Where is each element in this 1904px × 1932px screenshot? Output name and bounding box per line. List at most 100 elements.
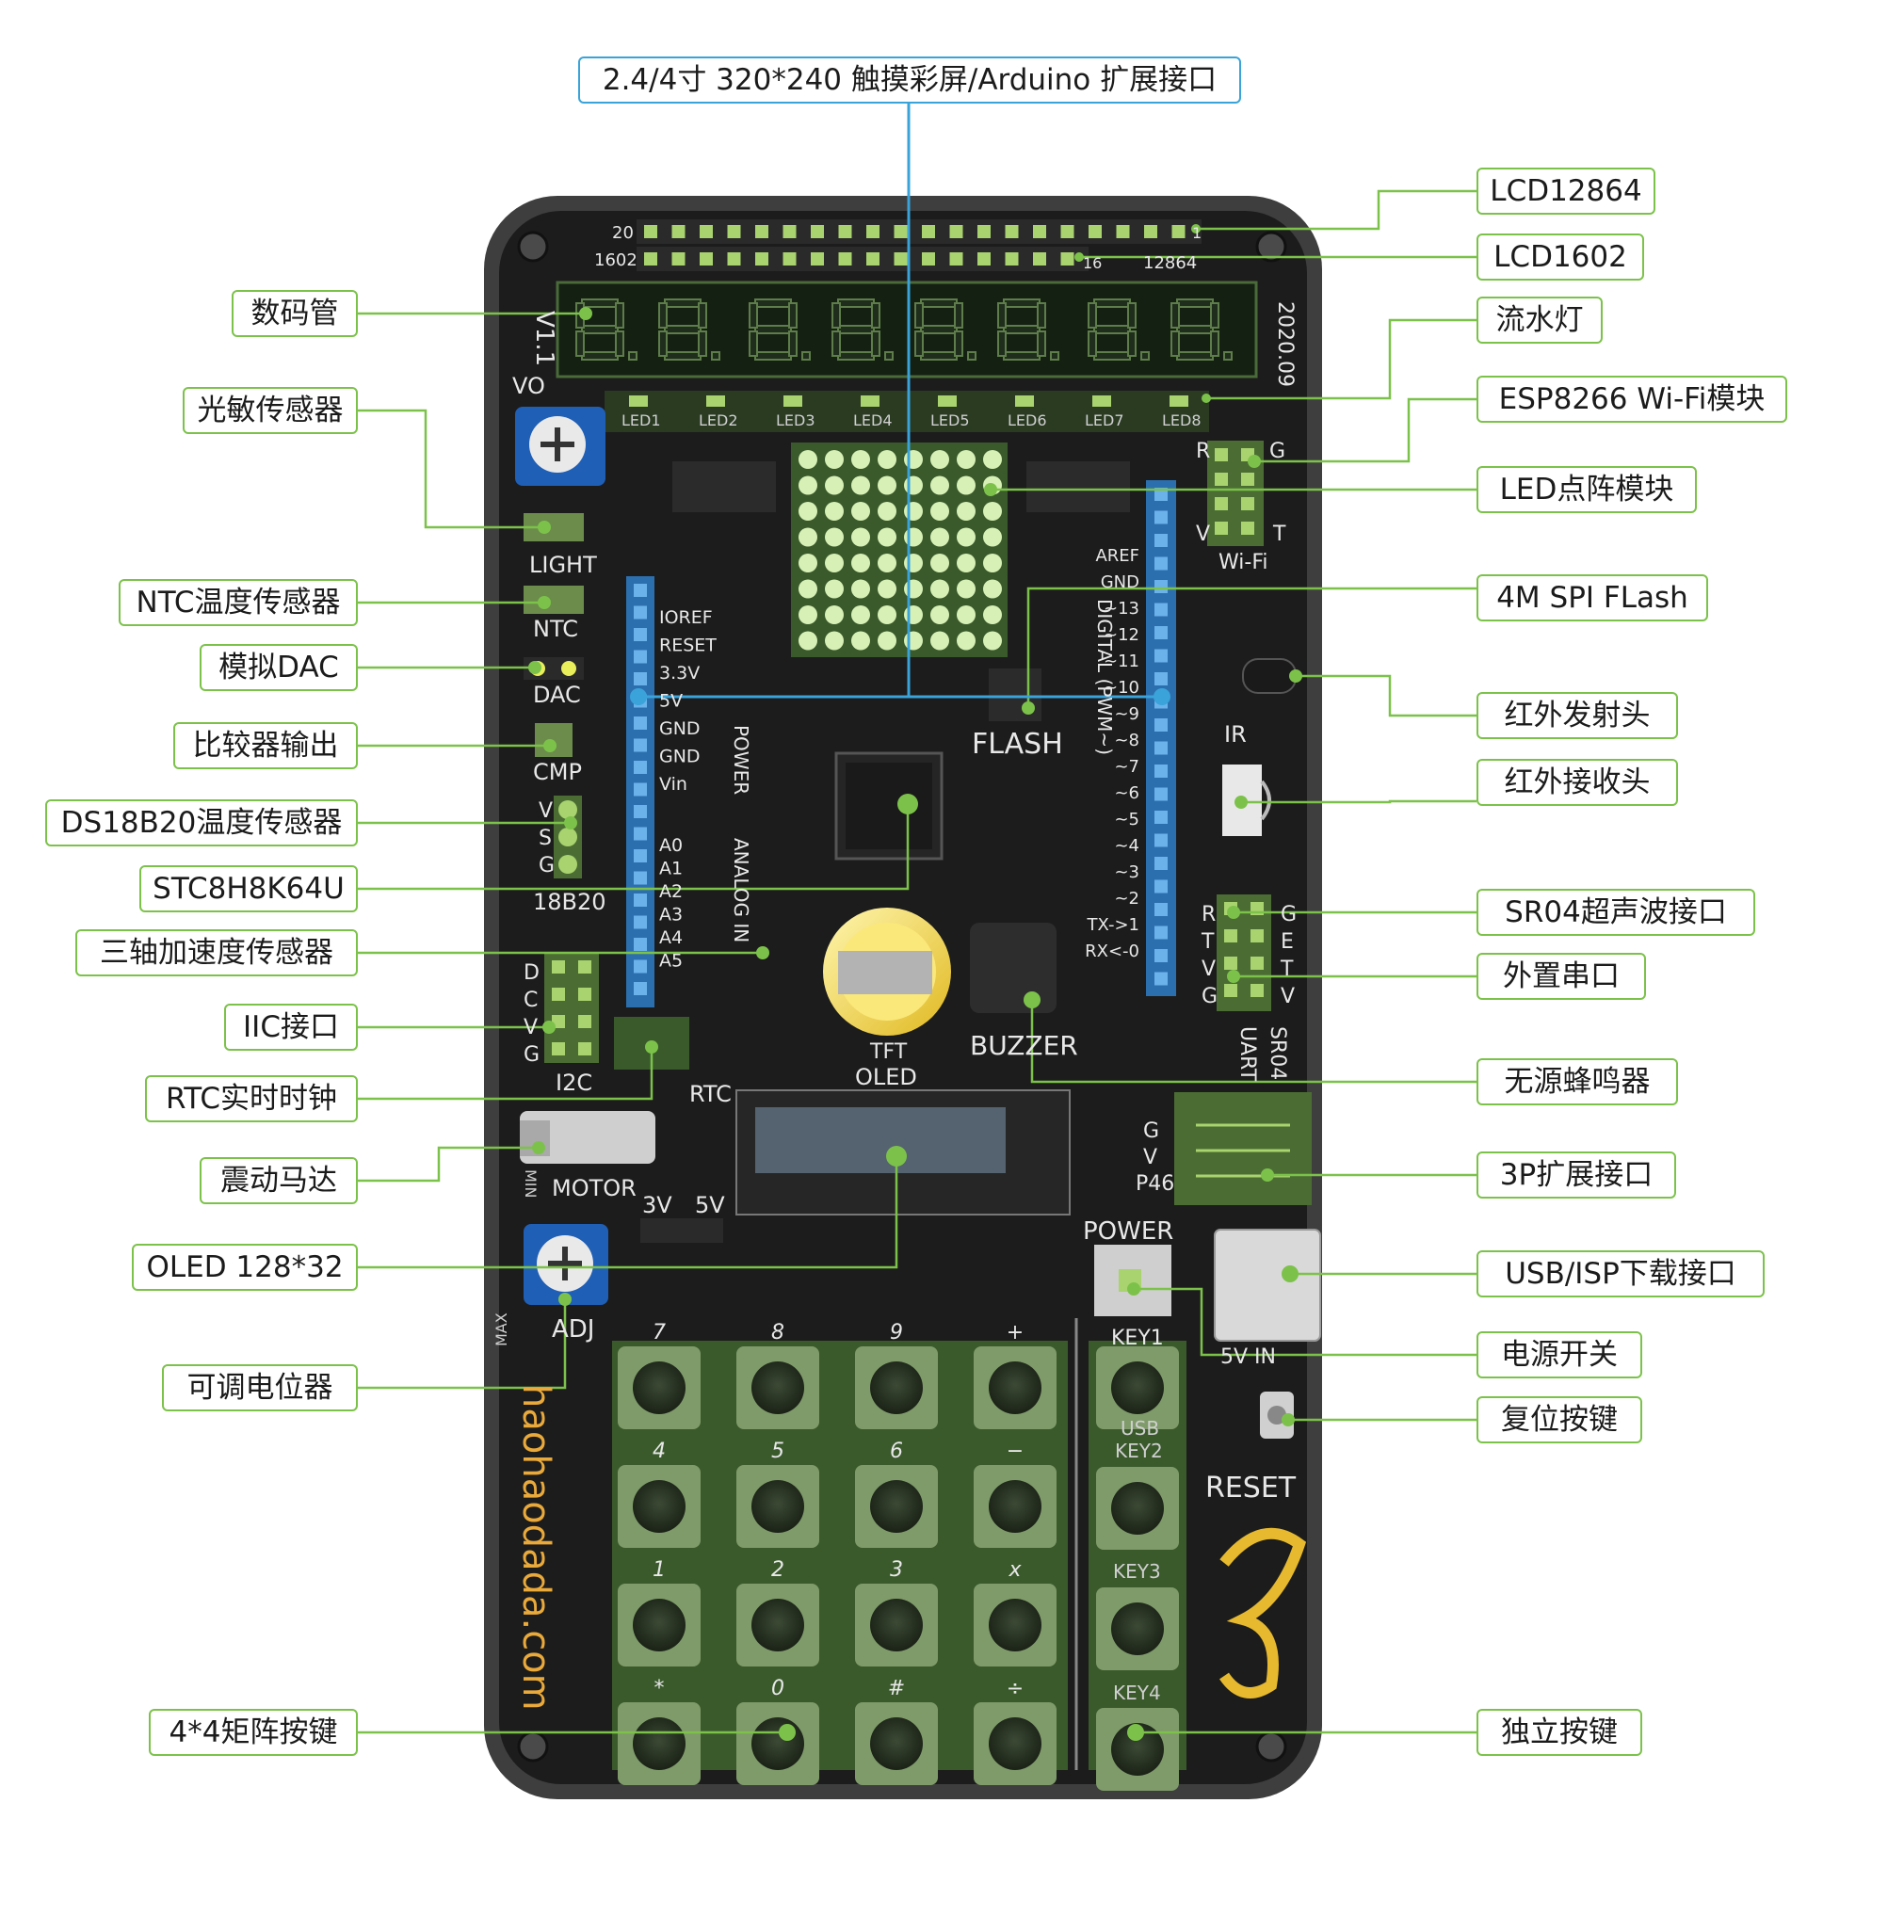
sr04-label: SR04 bbox=[1266, 1026, 1289, 1080]
flash-chip bbox=[989, 668, 1041, 721]
ir-transmitter bbox=[1242, 658, 1297, 694]
segment bbox=[837, 351, 875, 361]
motor-label: MOTOR bbox=[552, 1175, 637, 1201]
sr04-pin-label: G bbox=[1281, 903, 1297, 926]
seven-segment-display bbox=[556, 281, 1258, 378]
matrix-dot bbox=[799, 475, 817, 495]
digital-pin-label: AREF bbox=[1095, 546, 1139, 566]
pin-1602: 1602 bbox=[594, 250, 637, 270]
header-pin bbox=[1154, 534, 1168, 547]
header-pin bbox=[1154, 672, 1168, 685]
header-pin bbox=[634, 738, 647, 752]
segment bbox=[698, 302, 707, 329]
digital-pin-label: ~10 bbox=[1104, 678, 1139, 698]
decimal-point bbox=[1050, 351, 1059, 361]
i2c-pin-c: C bbox=[524, 989, 538, 1012]
led bbox=[629, 395, 648, 407]
header-pin bbox=[1224, 929, 1237, 942]
digital-pin-label: ~4 bbox=[1114, 836, 1139, 856]
segment bbox=[997, 302, 1007, 329]
segment bbox=[1003, 298, 1041, 308]
power-pin-label: 3.3V bbox=[659, 663, 700, 684]
segment bbox=[575, 330, 585, 357]
segment bbox=[1176, 298, 1214, 308]
header-pin bbox=[634, 605, 647, 620]
header-pin bbox=[1215, 522, 1228, 535]
key-label: 6 bbox=[890, 1440, 903, 1463]
label-seven-segment: 数码管 bbox=[232, 290, 358, 337]
led-label: LED7 bbox=[1085, 411, 1124, 429]
led-label: LED1 bbox=[621, 411, 661, 429]
segment bbox=[754, 325, 792, 334]
key-label: ÷ bbox=[1007, 1677, 1024, 1700]
led bbox=[861, 395, 879, 407]
digital-pin-labels: AREFGND~13~12~11~10~9~8~7~6~5~4~3~2TX->1… bbox=[1085, 546, 1139, 961]
segment bbox=[1210, 302, 1219, 329]
label-motor: 震动马达 bbox=[200, 1157, 358, 1204]
matrix-dot bbox=[930, 554, 949, 572]
segment bbox=[1127, 330, 1137, 357]
led bbox=[783, 395, 802, 407]
label-rtc: RTC实时时钟 bbox=[145, 1075, 358, 1122]
key-label: 1 bbox=[653, 1558, 666, 1582]
independent-key-cap bbox=[1111, 1723, 1164, 1776]
board-version: V1.1 bbox=[530, 311, 558, 366]
header-pin bbox=[1251, 957, 1264, 970]
header-pin bbox=[922, 225, 935, 238]
uart-pin-label: T bbox=[1201, 930, 1215, 954]
key-label: 4 bbox=[653, 1440, 666, 1463]
buzzer-label: BUZZER bbox=[970, 1030, 1078, 1061]
key4-label: KEY4 bbox=[1113, 1682, 1161, 1704]
matrix-dot bbox=[825, 527, 844, 547]
ir-label: IR bbox=[1224, 721, 1247, 748]
header-pin bbox=[949, 225, 963, 238]
reset-label: RESET bbox=[1205, 1472, 1297, 1505]
segment bbox=[954, 330, 963, 357]
light-label: LIGHT bbox=[529, 552, 597, 578]
usb-label: USB bbox=[1121, 1417, 1159, 1440]
header-pin bbox=[1005, 252, 1019, 266]
matrix-keys bbox=[618, 1346, 1057, 1785]
matrix-dot bbox=[904, 579, 923, 599]
segment bbox=[920, 298, 958, 308]
segment bbox=[837, 325, 875, 334]
led-label: LED4 bbox=[853, 411, 893, 429]
segment bbox=[658, 330, 668, 357]
header-pin bbox=[634, 894, 647, 907]
label-oled: OLED 128*32 bbox=[132, 1244, 358, 1291]
voltage-jumper bbox=[640, 1218, 723, 1243]
cmp-led bbox=[535, 723, 573, 757]
matrix-key-cap bbox=[751, 1480, 804, 1533]
key-label: + bbox=[1007, 1321, 1024, 1344]
matrix-dot bbox=[983, 579, 1002, 599]
led-dot-matrix bbox=[791, 443, 1008, 657]
max-label: MAX bbox=[492, 1312, 510, 1346]
header-pin bbox=[783, 225, 797, 238]
analog-pin-label: A4 bbox=[659, 927, 683, 948]
p46-pin-p46: P46 bbox=[1136, 1172, 1174, 1196]
matrix-dot bbox=[825, 502, 844, 521]
label-power-switch: 电源开关 bbox=[1476, 1331, 1642, 1378]
label-lcd1602: LCD1602 bbox=[1476, 233, 1644, 281]
header-pin bbox=[671, 225, 686, 238]
header-pin bbox=[1116, 225, 1130, 238]
label-uart: 外置串口 bbox=[1476, 953, 1646, 1000]
pin-20: 20 bbox=[612, 223, 634, 243]
label-water-lights: 流水灯 bbox=[1476, 297, 1603, 344]
header-pin bbox=[1154, 879, 1168, 894]
ic-left bbox=[672, 461, 776, 512]
power-pin-label: GND bbox=[659, 718, 701, 739]
pin-16: 16 bbox=[1083, 254, 1102, 272]
segment bbox=[658, 302, 668, 329]
ntc-sensor bbox=[524, 586, 584, 614]
matrix-dot bbox=[851, 527, 870, 547]
label-dac: 模拟DAC bbox=[200, 644, 358, 691]
matrix-dot bbox=[878, 502, 896, 521]
power-pin-label: RESET bbox=[659, 636, 717, 656]
i2c-pin-v: V bbox=[524, 1016, 538, 1039]
power-pin-label: Vin bbox=[659, 774, 687, 795]
header-pin bbox=[949, 252, 963, 266]
wifi-label: Wi-Fi bbox=[1218, 551, 1268, 574]
